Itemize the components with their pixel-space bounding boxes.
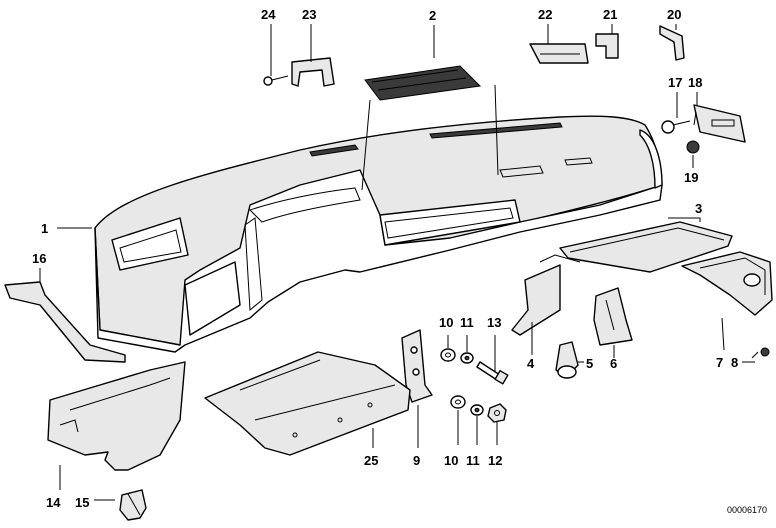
washer-part-11-top bbox=[460, 352, 474, 364]
clip-part-6 bbox=[593, 287, 633, 346]
callout-7: 7 bbox=[716, 355, 723, 370]
callout-5: 5 bbox=[586, 356, 593, 371]
callout-20: 20 bbox=[667, 7, 681, 22]
strap-part-16 bbox=[4, 281, 126, 363]
callout-1: 1 bbox=[41, 221, 48, 236]
plate-bracket-part-9 bbox=[401, 329, 433, 403]
screw-part-24 bbox=[263, 75, 289, 86]
callout-12: 12 bbox=[488, 453, 502, 468]
washer-part-11-bottom bbox=[470, 404, 484, 416]
hinge-part-5 bbox=[555, 341, 579, 379]
nut-part-12 bbox=[487, 403, 507, 423]
callout-11-bottom: 11 bbox=[466, 453, 480, 468]
callout-15: 15 bbox=[75, 495, 89, 510]
leader-lines bbox=[39, 24, 755, 501]
screw-part-17 bbox=[661, 120, 691, 134]
callout-2: 2 bbox=[429, 8, 436, 23]
callout-4: 4 bbox=[527, 356, 535, 371]
bracket-part-4 bbox=[511, 254, 581, 336]
callout-13: 13 bbox=[487, 315, 501, 330]
callout-16: 16 bbox=[32, 251, 46, 266]
callout-6: 6 bbox=[610, 356, 617, 371]
glovebox-lid-part-3 bbox=[559, 221, 733, 273]
top-cover-part-2 bbox=[364, 65, 482, 101]
dashboard-part-1 bbox=[94, 115, 663, 353]
screw-part-8 bbox=[751, 347, 770, 359]
callout-23: 23 bbox=[302, 7, 316, 22]
callout-8: 8 bbox=[731, 355, 738, 370]
nut-part-19 bbox=[686, 140, 700, 154]
clip-part-21 bbox=[595, 33, 619, 59]
callout-22: 22 bbox=[538, 7, 552, 22]
bracket-part-22 bbox=[529, 43, 589, 64]
callout-10-top: 10 bbox=[439, 315, 453, 330]
callout-3: 3 bbox=[695, 201, 702, 216]
side-trim-part-7 bbox=[681, 251, 773, 316]
bracket-part-23 bbox=[291, 57, 335, 87]
callout-11-top: 11 bbox=[460, 315, 474, 330]
crossmember-part-25 bbox=[204, 351, 411, 456]
diagram-id: 00006170 bbox=[727, 505, 767, 515]
callout-10-bottom: 10 bbox=[444, 453, 458, 468]
lower-panel-part-14 bbox=[47, 361, 186, 471]
callout-25: 25 bbox=[364, 453, 378, 468]
bracket-part-18 bbox=[693, 104, 746, 143]
push-clip-part-15 bbox=[119, 489, 147, 521]
washer-part-10-top bbox=[440, 348, 456, 362]
callout-21: 21 bbox=[603, 7, 617, 22]
callout-9: 9 bbox=[413, 453, 420, 468]
washer-part-10-bottom bbox=[450, 395, 466, 409]
bracket-part-20 bbox=[659, 25, 685, 61]
callout-19: 19 bbox=[684, 170, 698, 185]
bolt-part-13 bbox=[476, 361, 509, 385]
callout-14: 14 bbox=[46, 495, 61, 510]
callout-labels: 1 2 3 4 5 6 7 8 9 10 11 13 10 11 12 14 1… bbox=[32, 7, 738, 510]
callout-17: 17 bbox=[668, 75, 682, 90]
callout-18: 18 bbox=[688, 75, 702, 90]
callout-24: 24 bbox=[261, 7, 276, 22]
